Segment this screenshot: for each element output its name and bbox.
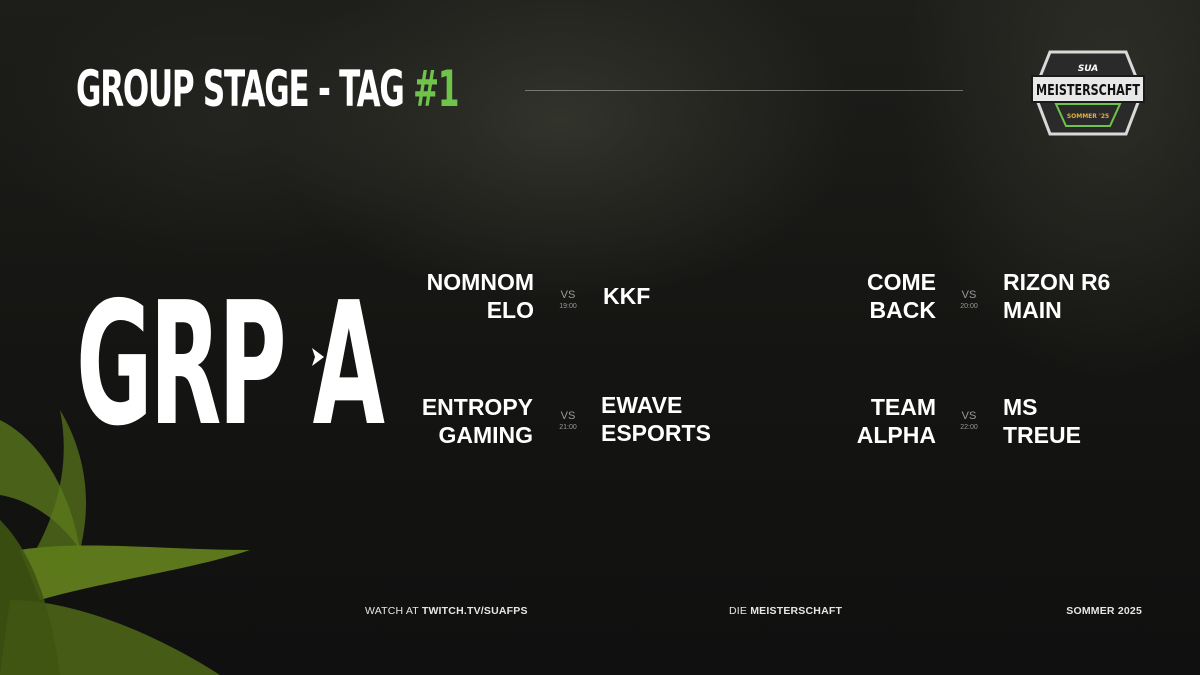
divider-line xyxy=(525,90,963,91)
svg-text:SUA: SUA xyxy=(1078,64,1098,74)
footer-season: SOMMER 2025 xyxy=(1066,605,1142,617)
match-1-team-right: KKF xyxy=(603,283,651,309)
footer-watch: WATCH AT TWITCH.TV/SUAFPS xyxy=(365,605,528,617)
match-3-time: 21:00 xyxy=(559,424,577,431)
page-title: GROUP STAGE - TAG #1 xyxy=(76,60,459,118)
match-4-time: 22:00 xyxy=(960,424,978,431)
match-2-time: 20:00 xyxy=(960,303,978,310)
match-1-time: 19:00 xyxy=(559,303,577,310)
footer-center: DIE MEISTERSCHAFT xyxy=(729,605,843,617)
svg-text:MEISTERSCHAFT: MEISTERSCHAFT xyxy=(1036,81,1141,99)
svg-text:SOMMER '25: SOMMER '25 xyxy=(1067,113,1109,120)
group-label: GRP A xyxy=(76,266,385,464)
twitch-link: TWITCH.TV/SUAFPS xyxy=(421,605,528,617)
chevron-right-icon xyxy=(312,348,324,366)
meisterschaft-logo: SUA MEISTERSCHAFT SOMMER '25 xyxy=(1031,50,1145,136)
palm-leaf-decoration xyxy=(0,410,250,675)
title-accent: #1 xyxy=(413,60,459,118)
